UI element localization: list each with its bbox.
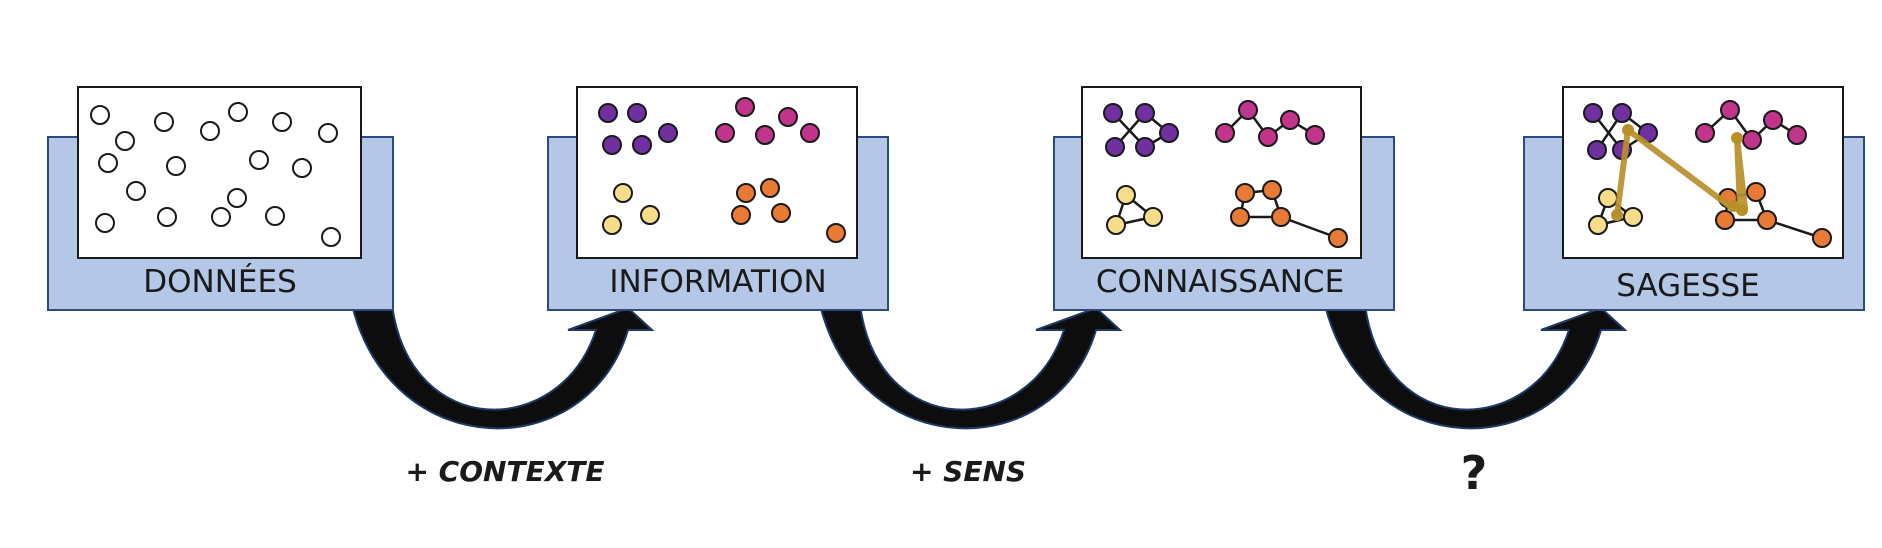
orange-cluster	[1715, 182, 1832, 248]
orange-cluster	[731, 178, 846, 243]
wisdom-nodes	[1611, 124, 1748, 221]
yellow-cluster	[1106, 185, 1163, 235]
purple-cluster	[1583, 103, 1658, 160]
magenta-cluster	[1695, 100, 1807, 150]
data-points	[90, 102, 341, 247]
stage-information	[547, 86, 889, 311]
arrow-information-to-connaissance	[818, 304, 1123, 430]
purple-cluster	[1103, 103, 1179, 157]
arrow-donnees-to-information	[350, 304, 655, 430]
purple-cluster	[598, 103, 678, 155]
stage-label-information: INFORMATION	[609, 264, 827, 300]
stage-label-sagesse: SAGESSE	[1616, 268, 1760, 304]
stage-sagesse	[1523, 86, 1865, 311]
transition-label-question: ?	[1460, 446, 1488, 500]
orange-cluster	[1230, 180, 1348, 248]
stage-label-donnees: DONNÉES	[143, 264, 297, 300]
yellow-cluster	[602, 183, 660, 235]
stage-label-connaissance: CONNAISSANCE	[1095, 264, 1345, 300]
stage-connaissance	[1053, 86, 1395, 311]
panel	[1562, 86, 1844, 259]
panel	[576, 86, 858, 259]
magenta-cluster	[1215, 100, 1325, 147]
yellow-cluster	[1588, 188, 1643, 235]
panel	[77, 86, 362, 259]
magenta-cluster	[715, 97, 820, 145]
arrow-connaissance-to-sagesse	[1323, 304, 1628, 430]
transition-label-contexte: + CONTEXTE	[405, 455, 605, 488]
stage-donnees	[47, 86, 394, 311]
transition-label-sens: + SENS	[909, 455, 1027, 488]
